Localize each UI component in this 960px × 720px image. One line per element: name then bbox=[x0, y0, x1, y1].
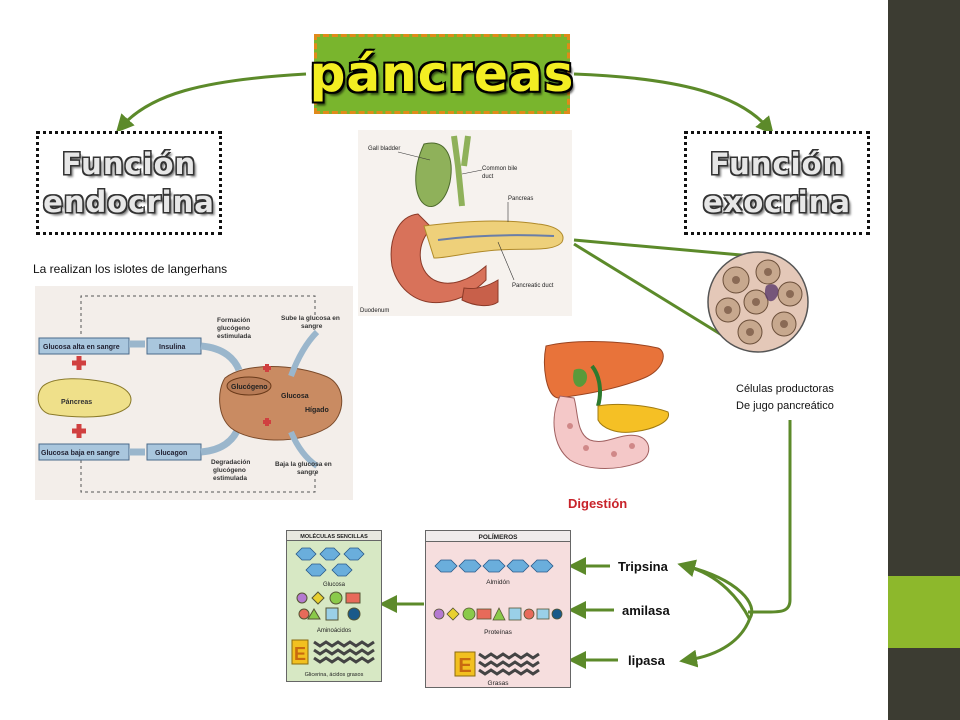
polymers-header: POLÍMEROS bbox=[478, 532, 518, 541]
islets-text: La realizan los islotes de langerhans bbox=[33, 262, 228, 276]
label-gall-bladder: Gall bladder bbox=[368, 146, 400, 152]
digestion-label: Digestión bbox=[568, 496, 628, 511]
label-degradation-2: glucógeno bbox=[213, 467, 246, 474]
pancreas-anatomy-illustration: Gall bladder Common bile duct Pancreas P… bbox=[358, 130, 572, 316]
sidebar-accent-block bbox=[888, 576, 960, 648]
exocrine-line2: exocrina bbox=[703, 185, 851, 219]
connector-arrows bbox=[115, 72, 792, 669]
line-cells-to-enzymes bbox=[748, 420, 792, 614]
label-degradation-3: estimulada bbox=[213, 475, 247, 482]
label-common-bile-1: Common bile bbox=[482, 166, 518, 172]
glucose-regulation-diagram: Glucosa alta en sangre Glucosa baja en s… bbox=[35, 286, 353, 500]
label-pancreas: Pancreas bbox=[508, 196, 533, 202]
acinar-cells-illustration bbox=[707, 251, 809, 353]
cells-line2: De jugo pancreático bbox=[736, 400, 834, 412]
polymers-panel: POLÍMEROS Almidón Proteínas E Grasas bbox=[425, 530, 571, 688]
simple-molecules-panel: MOLÉCULAS SENCILLAS Glucosa Aminoácidos … bbox=[286, 530, 382, 682]
enzyme-tripsina: Tripsina bbox=[618, 559, 668, 574]
label-rises-1: Sube la glucosa en bbox=[281, 315, 340, 322]
exocrine-line1: Función bbox=[709, 147, 845, 181]
label-falls-1: Baja la glucosa en bbox=[275, 461, 332, 468]
label-formation-2: glucógeno bbox=[217, 325, 250, 332]
enzyme-lipasa: lipasa bbox=[628, 653, 665, 668]
title-box: páncreas bbox=[310, 34, 573, 114]
endocrine-line1: Función bbox=[61, 147, 197, 181]
cells-line1: Células productoras bbox=[736, 383, 834, 395]
arrow-to-endocrine bbox=[115, 72, 307, 133]
label-degradation-1: Degradación bbox=[211, 459, 250, 466]
polymers-fats: Grasas bbox=[488, 680, 510, 687]
label-liver: Hígado bbox=[305, 407, 329, 414]
line-pancreas-to-cells-lower bbox=[573, 242, 731, 342]
line-pancreas-to-cells bbox=[573, 238, 753, 258]
endocrine-box: Función endocrina bbox=[36, 131, 222, 235]
label-glucose-low: Glucosa baja en sangre bbox=[41, 450, 120, 457]
label-glucagon: Glucagon bbox=[155, 450, 187, 457]
label-pancreatic-duct: Pancreatic duct bbox=[512, 283, 554, 289]
label-glucose-liver: Glucosa bbox=[281, 393, 309, 400]
label-formation-3: estimulada bbox=[217, 333, 251, 340]
simple-glucose: Glucosa bbox=[323, 582, 346, 588]
label-common-bile-2: duct bbox=[482, 174, 494, 180]
svg-text:E: E bbox=[294, 644, 306, 664]
label-formation-1: Formación bbox=[217, 317, 250, 324]
simple-glycerin: Glicerina, ácidos grasos bbox=[305, 672, 364, 678]
enzyme-amilasa: amilasa bbox=[622, 603, 670, 618]
polymers-proteins: Proteínas bbox=[484, 629, 513, 636]
arrow-to-exocrine bbox=[573, 72, 774, 135]
svg-text:E: E bbox=[458, 655, 471, 677]
exocrine-box: Función exocrina bbox=[684, 131, 870, 235]
label-glycogen: Glucógeno bbox=[231, 384, 268, 391]
label-duodenum: Duodenum bbox=[360, 308, 389, 314]
label-rises-2: sangre bbox=[301, 323, 323, 330]
endocrine-line2: endocrina bbox=[43, 185, 215, 219]
bracket-start-tripsina bbox=[677, 559, 752, 621]
bracket-tripsina bbox=[679, 564, 754, 668]
digestive-organs-illustration bbox=[544, 341, 669, 469]
polymers-starch: Almidón bbox=[486, 579, 510, 586]
label-falls-2: sangre bbox=[297, 469, 319, 476]
simple-header: MOLÉCULAS SENCILLAS bbox=[300, 532, 368, 540]
label-insulin: Insulina bbox=[159, 344, 186, 351]
label-glucose-high: Glucosa alta en sangre bbox=[43, 344, 120, 351]
simple-amino: Aminoácidos bbox=[317, 628, 351, 634]
label-pancreas-gland: Páncreas bbox=[61, 399, 92, 406]
page-title: páncreas bbox=[309, 45, 575, 103]
